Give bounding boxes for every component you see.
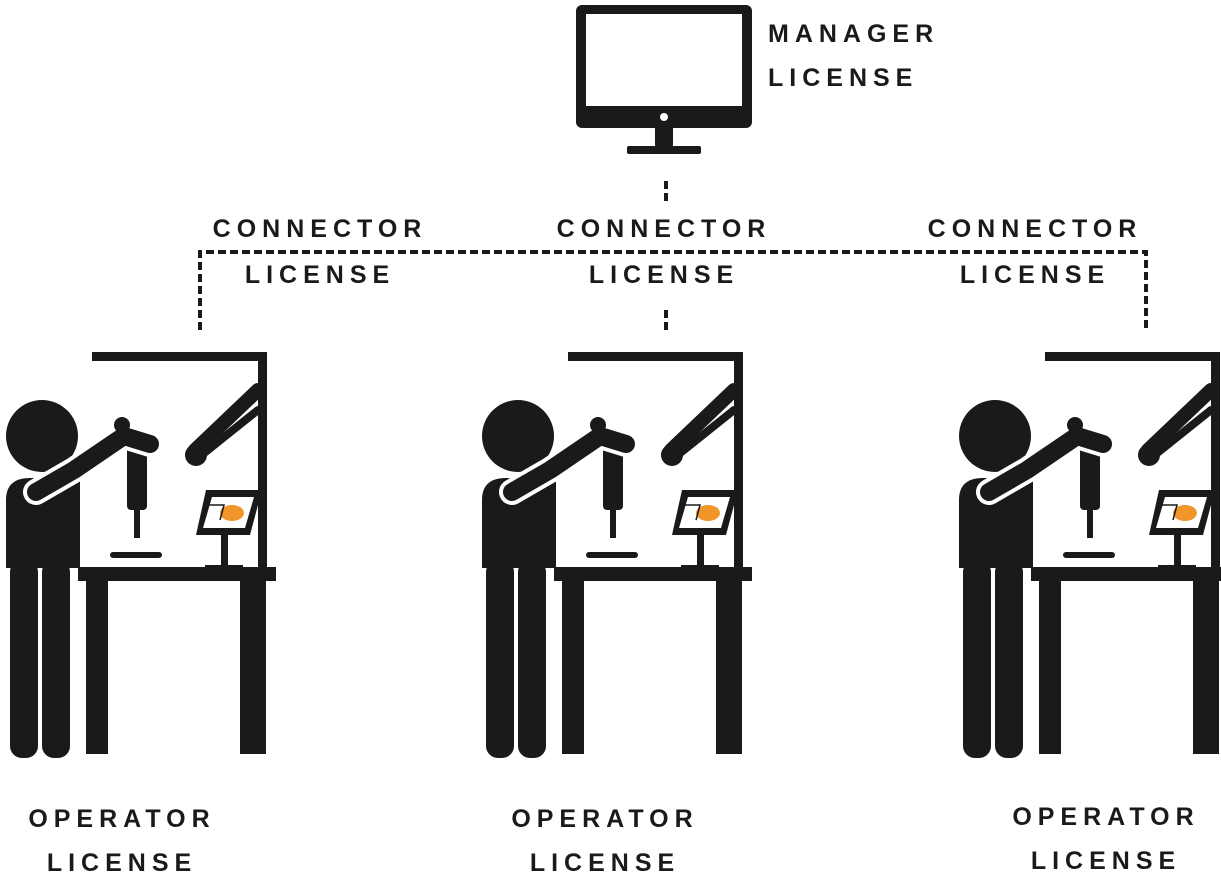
desk-label-1-line2: SMM — [140, 664, 210, 690]
operator-label-2-line1: OPERATOR — [511, 805, 699, 833]
desk-label-2-line2: SMM — [615, 664, 685, 690]
operator-label-2-line2: LICENSE — [529, 849, 681, 877]
manager-label-line1: MANAGER — [768, 20, 940, 48]
desk-label-3-line1: POSIX — [1082, 622, 1178, 648]
station-posix-pro-icon — [959, 352, 1221, 758]
connector-label-right-line2: LICENSE — [959, 261, 1111, 289]
connector-label-left-line1: CONNECTOR — [212, 215, 428, 243]
station-pro-smm-icon — [6, 352, 276, 758]
station-basic-smm-icon — [482, 352, 752, 758]
connector-label-left-line2: LICENSE — [244, 261, 396, 289]
desk-label-3-line2: PRO — [1097, 664, 1163, 690]
operator-label-3-line1: OPERATOR — [1012, 803, 1200, 831]
manager-label-line2: LICENSE — [768, 64, 919, 92]
connector-label-right-line1: CONNECTOR — [927, 215, 1143, 243]
desk-label-2-line1: BASIC — [601, 622, 699, 648]
connector-lines — [198, 181, 1148, 330]
desk-label-1-line1: PRO — [142, 622, 208, 648]
monitor-icon — [576, 5, 752, 154]
connector-label-center-line2: LICENSE — [588, 261, 740, 289]
connector-label-center-line1: CONNECTOR — [556, 215, 772, 243]
operator-label-1-line1: OPERATOR — [28, 805, 216, 833]
operator-label-3-line2: LICENSE — [1030, 847, 1182, 875]
operator-label-1-line2: LICENSE — [46, 849, 198, 877]
